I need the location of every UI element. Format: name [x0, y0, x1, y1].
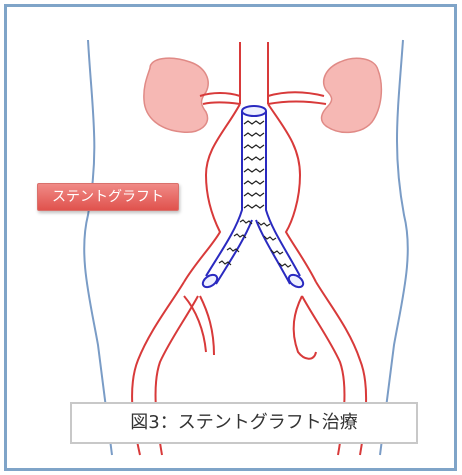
iliac-branch-right — [294, 296, 316, 359]
stent-wire — [219, 121, 291, 267]
stent-graft-right-ring — [287, 272, 306, 289]
stent-graft-top-ring — [242, 106, 266, 116]
aneurysm-right-wall — [268, 104, 316, 282]
renal-artery-right — [268, 92, 326, 104]
iliac-branch-left — [184, 296, 214, 355]
kidney-left — [144, 58, 208, 132]
kidney-right — [322, 58, 382, 132]
stent-graft-left-ring — [201, 272, 220, 289]
stent-graft — [201, 106, 306, 290]
renal-artery-left — [200, 93, 240, 104]
body-outline-right — [380, 40, 408, 455]
stent-graft-label: ステントグラフト — [37, 183, 179, 211]
body-outline-left — [84, 40, 112, 455]
figure-caption: 図3：ステントグラフト治療 — [70, 402, 418, 444]
